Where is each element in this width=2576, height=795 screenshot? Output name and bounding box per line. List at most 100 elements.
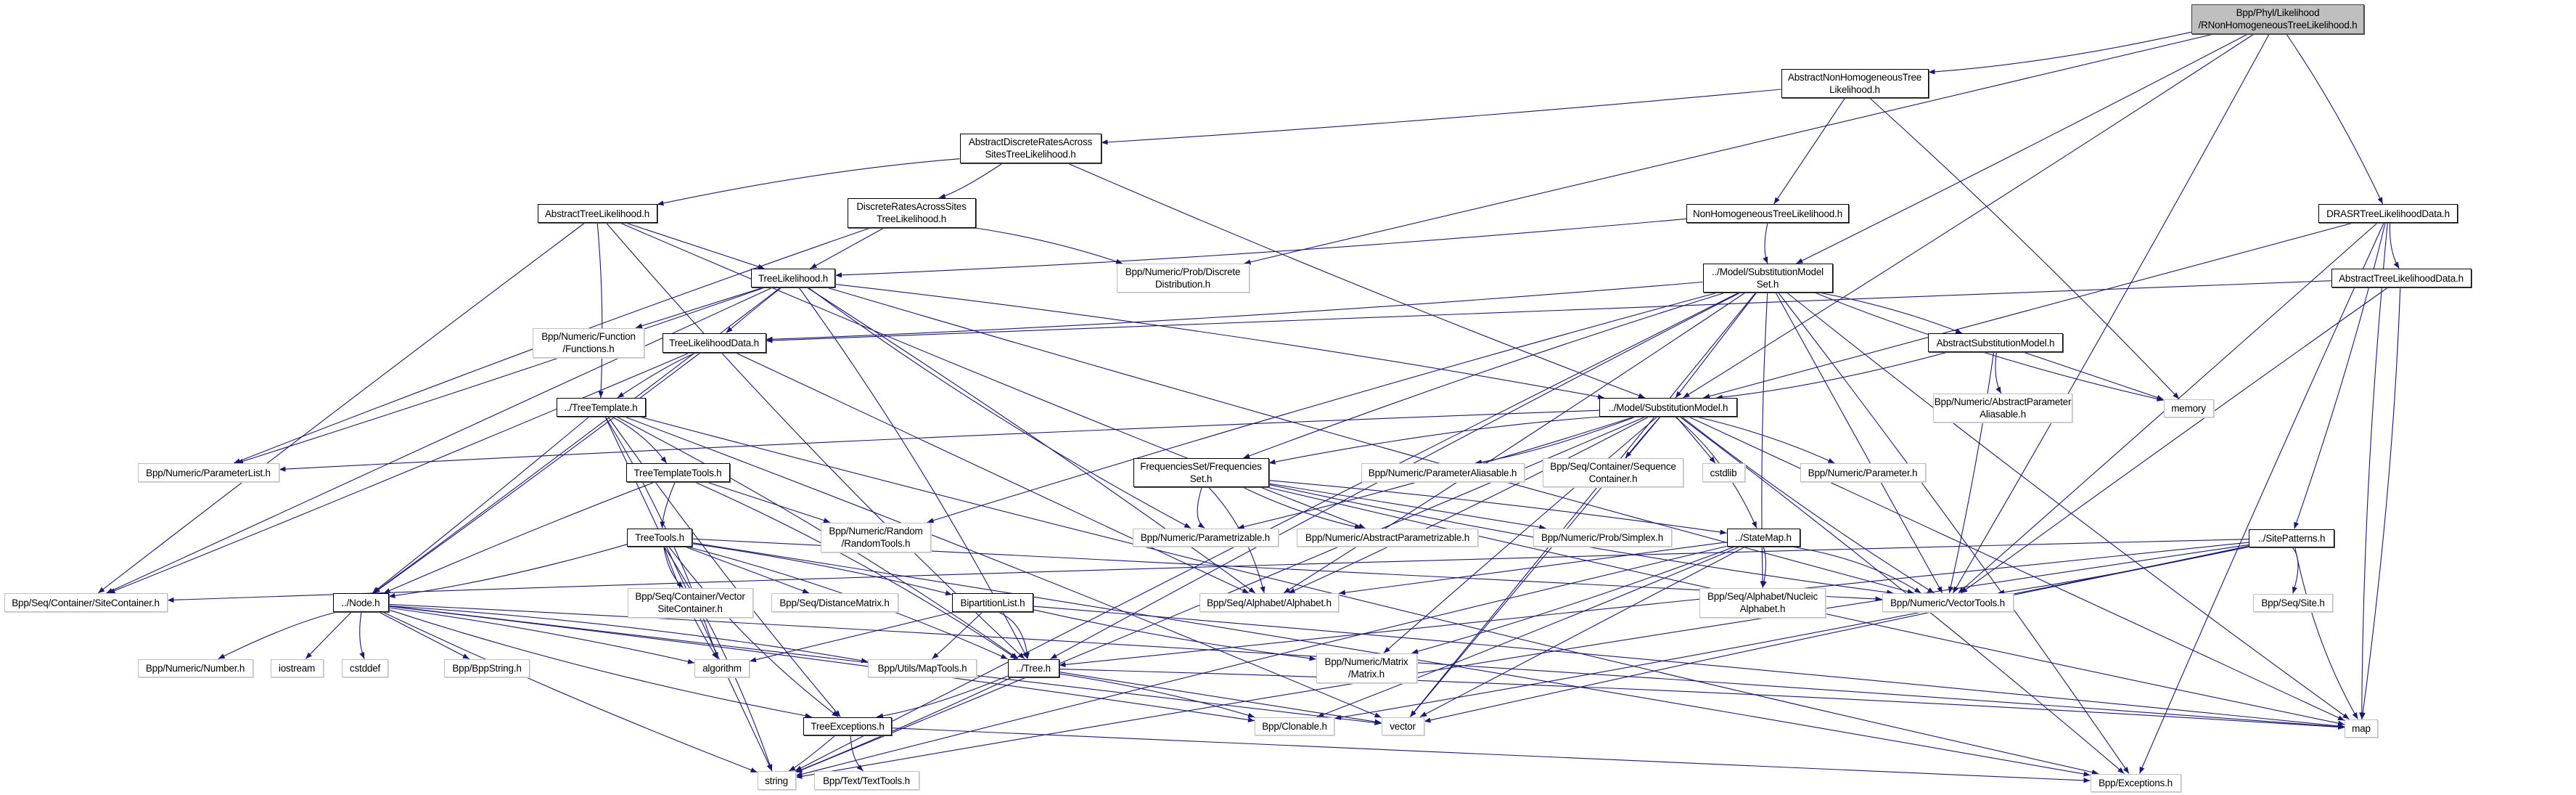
edge-tt-to-vector (624, 416, 1382, 718)
edge-ttools-to-string (663, 546, 773, 772)
edge-sitepat-to-vector (1424, 546, 2249, 723)
node-label: DRASRTreeLikelihoodData.h (2326, 208, 2450, 219)
edge-nhtl-to-sms (1763, 222, 1768, 264)
node-seqc: Bpp/Seq/Container/Sequence Container.h (1543, 458, 1683, 487)
node-bip[interactable]: BipartitionList.h (952, 593, 1033, 612)
edge-sitepat-to-string (795, 544, 2249, 779)
node-statemap[interactable]: ../StateMap.h (1726, 528, 1800, 547)
edge-tl-to-parz (808, 287, 1191, 529)
edge-sitepat-to-clon (1334, 545, 2249, 720)
node-tree[interactable]: ../Tree.h (1007, 659, 1059, 677)
node-anhtl[interactable]: AbstractNonHomogeneousTree Likelihood.h (1781, 69, 1929, 98)
edge-adras-to-drastl (938, 163, 1004, 199)
edge-tl-to-sitec (106, 287, 773, 594)
edge-sm-to-param (1696, 416, 1835, 464)
node-vtools: Bpp/Numeric/VectorTools.h (1882, 593, 2014, 612)
edge-drastl-to-ddist (973, 227, 1123, 264)
node-tt[interactable]: ../TreeTemplate.h (556, 398, 646, 417)
edge-sms-to-alpha (1283, 292, 1746, 594)
edge-tt-to-ttt (612, 416, 668, 464)
node-root[interactable]: Bpp/Phyl/Likelihood /RNonHomogeneousTree… (2191, 4, 2364, 34)
node-label: Bpp/Seq/Alphabet/Nucleic Alphabet.h (1707, 591, 1818, 614)
edge-adras-to-atl (657, 158, 960, 206)
edge-atl-to-tl (625, 222, 765, 269)
node-exc: Bpp/Exceptions.h (2090, 773, 2181, 792)
node-label: BipartitionList.h (960, 597, 1025, 608)
node-label: ../Model/SubstitutionModel Set.h (1712, 266, 1824, 290)
node-map: map (2345, 719, 2378, 738)
node-tl[interactable]: TreeLikelihood.h (751, 269, 835, 288)
node-param: Bpp/Numeric/Parameter.h (1800, 463, 1926, 482)
edge-sm-to-palias (1474, 416, 1636, 465)
node-label: memory (2171, 402, 2206, 414)
edge-freq-to-parz (1197, 486, 1205, 529)
edge-freq-to-statemap (1268, 480, 1727, 535)
node-bppstr: Bpp/BppString.h (444, 659, 530, 677)
node-label: Bpp/Seq/Site.h (2261, 597, 2325, 608)
node-texc[interactable]: TreeExceptions.h (803, 717, 892, 735)
node-sms[interactable]: ../Model/SubstitutionModel Set.h (1702, 264, 1833, 293)
edge-ttt-to-node (383, 481, 655, 594)
node-adras[interactable]: AbstractDiscreteRatesAcross SitesTreeLik… (959, 133, 1102, 163)
edge-tld-to-alpha (734, 352, 1250, 594)
edge-root-to-ddist (1244, 33, 2215, 265)
node-sitec: Bpp/Seq/Container/SiteContainer.h (4, 593, 168, 612)
edge-bip-to-maptools (932, 611, 983, 659)
edge-sms-to-asm (1818, 292, 1963, 334)
node-drasrtld[interactable]: DRASRTreeLikelihoodData.h (2318, 204, 2458, 223)
node-nhtl[interactable]: NonHomogeneousTreeLikelihood.h (1686, 204, 1849, 223)
edge-bip-to-matrix (1033, 609, 1316, 661)
node-label: Bpp/Numeric/Matrix /Matrix.h (1324, 656, 1408, 680)
edge-freq-to-simplex (1268, 483, 1546, 530)
node-label: Bpp/Numeric/Prob/Simplex.h (1541, 531, 1664, 543)
node-ttools[interactable]: TreeTools.h (627, 528, 692, 547)
node-tld[interactable]: TreeLikelihoodData.h (662, 333, 766, 353)
edge-sms-to-tld (766, 281, 1703, 342)
node-node[interactable]: ../Node.h (332, 593, 389, 612)
edge-bip-to-map (1033, 606, 2345, 729)
node-parz: Bpp/Numeric/Parametrizable.h (1132, 528, 1279, 547)
node-label: TreeTemplateTools.h (633, 467, 722, 478)
node-simplex: Bpp/Numeric/Prob/Simplex.h (1533, 528, 1672, 547)
node-alpha: Bpp/Seq/Alphabet/Alphabet.h (1199, 593, 1339, 612)
node-string: string (757, 771, 796, 790)
node-label: Bpp/Numeric/Random /RandomTools.h (829, 526, 923, 549)
edge-freq-to-aparz (1242, 486, 1362, 530)
node-label: Bpp/Utils/MapTools.h (877, 662, 967, 674)
node-drastl[interactable]: DiscreteRatesAcrossSites TreeLikelihood.… (847, 197, 976, 228)
node-sitepat[interactable]: ../SitePatterns.h (2249, 529, 2334, 547)
edge-sms-to-vector (1409, 292, 1757, 717)
edge-tt-to-node (372, 416, 590, 594)
edge-sms-to-rand (927, 292, 1718, 523)
node-freq[interactable]: FrequenciesSet/Frequencies Set.h (1133, 458, 1269, 487)
edge-tl-to-vtools (826, 287, 1914, 595)
edge-sms-to-freq (1243, 292, 1726, 459)
node-cstdlib: cstdlib (1702, 463, 1745, 482)
node-ttt[interactable]: TreeTemplateTools.h (625, 463, 730, 482)
edge-sms-to-memory (1814, 292, 2164, 401)
edge-sitepat-to-sitec (167, 539, 2249, 603)
edge-asm-to-vtools (1948, 351, 1995, 594)
edge-sm-to-exc (1679, 416, 2125, 774)
edge-atld-to-vtools (1960, 287, 2389, 594)
edge-statemap-to-vtools (1789, 545, 1921, 594)
node-atl[interactable]: AbstractTreeLikelihood.h (537, 204, 657, 223)
node-label: TreeLikelihood.h (758, 272, 829, 284)
edge-sm-to-matrix (1383, 416, 1658, 653)
node-atld[interactable]: AbstractTreeLikelihoodData.h (2331, 269, 2472, 288)
node-label: algorithm (702, 662, 742, 674)
edge-node-to-maptools (388, 605, 869, 664)
edge-sms-to-nucl (1760, 292, 1768, 588)
node-plist: Bpp/Numeric/ParameterList.h (137, 463, 279, 482)
edge-tree-to-map (1059, 669, 2345, 730)
node-asm[interactable]: AbstractSubstitutionModel.h (1928, 333, 2063, 352)
node-label: ../StateMap.h (1735, 531, 1792, 543)
node-matrix: Bpp/Numeric/Matrix /Matrix.h (1316, 653, 1417, 683)
node-sm[interactable]: ../Model/SubstitutionModel.h (1599, 398, 1737, 417)
edge-ttools-to-texc (668, 546, 839, 717)
node-label: Bpp/Numeric/VectorTools.h (1890, 597, 2005, 608)
node-label: Bpp/BppString.h (452, 662, 522, 674)
edge-asm-to-sm (1715, 351, 1948, 400)
